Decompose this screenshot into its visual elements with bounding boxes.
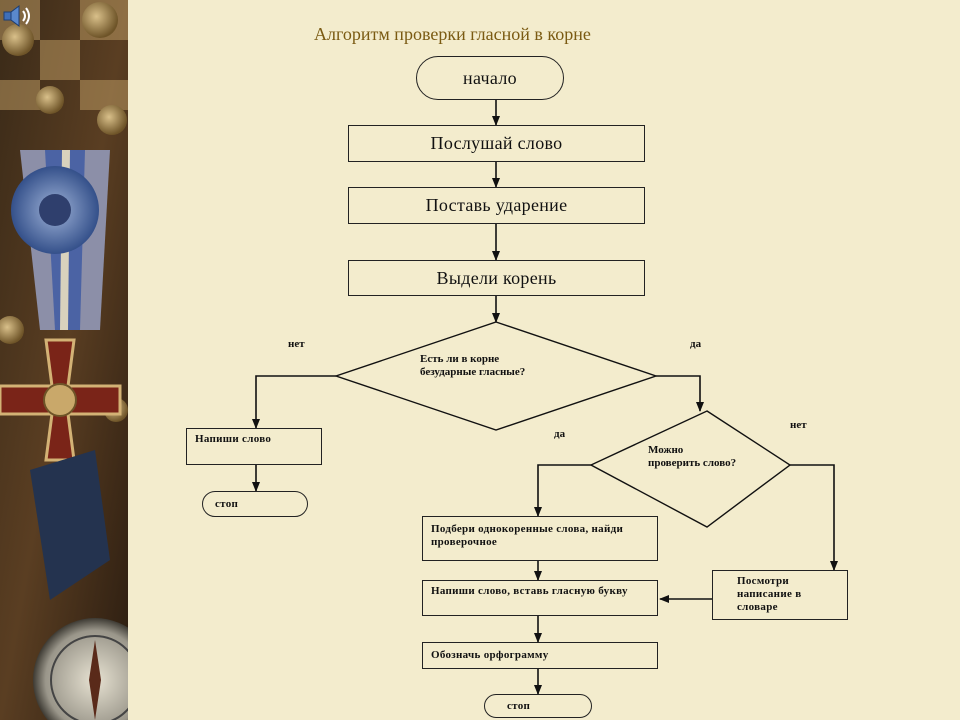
step-write-letter: Напиши слово, вставь гласную букву — [422, 580, 658, 616]
label-yes-q2: да — [554, 428, 566, 440]
step-write-word: Напиши слово — [186, 428, 322, 465]
step-listen: Послушай слово — [348, 125, 645, 162]
step-root: Выдели корень — [348, 260, 645, 296]
step-pick-related: Подбери однокоренные слова, найди провер… — [422, 516, 658, 561]
arrow-q1-yes — [656, 375, 704, 412]
flow-connectors — [252, 100, 838, 695]
step-dictionary: Посмотри написание в словаре — [712, 570, 848, 620]
question-can-check: Можно проверить слово? — [648, 444, 737, 469]
arrow-q2-no — [790, 464, 838, 571]
arrow-q1-no — [252, 375, 336, 429]
start-terminal: начало — [416, 56, 564, 100]
stop-terminal-left: стоп — [202, 491, 308, 517]
decision-diamond-unstressed — [333, 321, 659, 431]
stop-terminal-bottom: стоп — [484, 694, 592, 718]
decision-diamond-can-check — [589, 410, 792, 528]
decorative-photo — [0, 0, 128, 720]
label-no-q2: нет — [790, 419, 807, 431]
speaker-icon[interactable] — [2, 4, 34, 28]
label-yes-right: да — [690, 338, 702, 350]
page-title: Алгоритм проверки гласной в корне — [314, 24, 591, 44]
label-no-left: нет — [288, 338, 305, 350]
step-stress: Поставь ударение — [348, 187, 645, 224]
step-mark-spelling: Обозначь орфограмму — [422, 642, 658, 669]
question-unstressed: Есть ли в корне безударные гласные? — [420, 353, 526, 378]
slide-canvas: Алгоритм проверки гласной в корне н — [128, 0, 960, 720]
